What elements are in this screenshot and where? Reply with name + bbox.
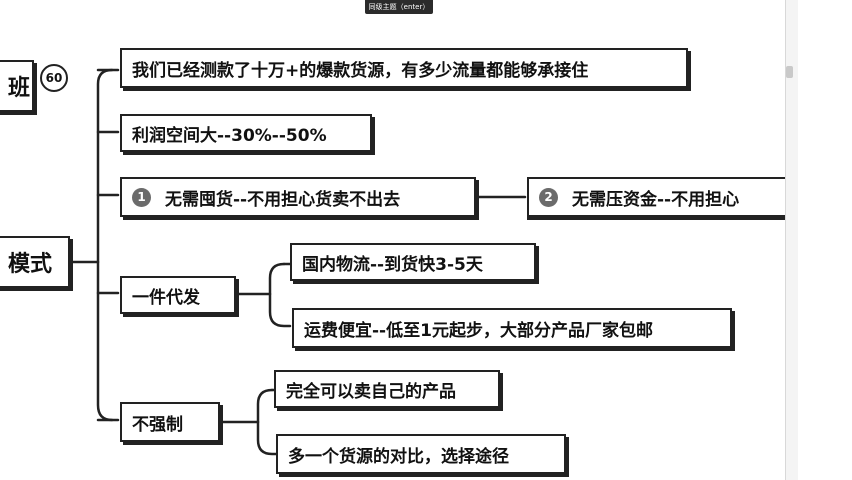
- topic-no-inventory-label: 无需囤货--不用担心货卖不出去: [165, 189, 401, 210]
- topic-sourcing-label: 我们已经测款了十万+的爆款货源，有多少流量都能够承接住: [132, 60, 589, 81]
- topic-not-mandatory-label: 不强制: [132, 414, 183, 435]
- right-panel-edge: [785, 0, 798, 480]
- topic-dropship[interactable]: 一件代发: [120, 276, 236, 314]
- root-top-label: 班: [8, 76, 31, 101]
- topic-profit[interactable]: 利润空间大--30%--50%: [120, 114, 372, 152]
- topic-sourcing[interactable]: 我们已经测款了十万+的爆款货源，有多少流量都能够承接住: [120, 48, 688, 88]
- topic-dropship-label: 一件代发: [132, 287, 200, 308]
- subtopic-logistics-label: 国内物流--到货快3-5天: [302, 254, 483, 275]
- topic-not-mandatory[interactable]: 不强制: [120, 402, 220, 442]
- count-badge: 60: [40, 64, 68, 92]
- root-node-main[interactable]: 模式: [0, 236, 70, 288]
- number-2-icon: 2: [539, 187, 558, 207]
- topic-no-inventory[interactable]: 1 无需囤货--不用担心货卖不出去: [120, 177, 476, 217]
- number-1-icon: 1: [132, 187, 151, 207]
- topic-no-capital-label: 无需压资金--不用担心: [572, 189, 740, 210]
- subtopic-own-products[interactable]: 完全可以卖自己的产品: [274, 370, 500, 408]
- enter-hint-tooltip: 同级主题（enter）: [365, 0, 433, 14]
- subtopic-shipping-cost-label: 运费便宜--低至1元起步，大部分产品厂家包邮: [304, 320, 653, 341]
- subtopic-compare-sources[interactable]: 多一个货源的对比，选择途径: [276, 434, 566, 474]
- root-node-top[interactable]: 班: [0, 60, 34, 112]
- subtopic-compare-sources-label: 多一个货源的对比，选择途径: [288, 446, 509, 467]
- topic-no-capital[interactable]: 2 无需压资金--不用担心: [527, 177, 789, 217]
- subtopic-logistics[interactable]: 国内物流--到货快3-5天: [290, 243, 536, 281]
- root-main-label: 模式: [8, 252, 53, 277]
- topic-profit-label: 利润空间大--30%--50%: [132, 125, 327, 146]
- scrollbar-thumb[interactable]: [786, 66, 793, 78]
- subtopic-shipping-cost[interactable]: 运费便宜--低至1元起步，大部分产品厂家包邮: [292, 308, 732, 348]
- subtopic-own-products-label: 完全可以卖自己的产品: [286, 381, 456, 402]
